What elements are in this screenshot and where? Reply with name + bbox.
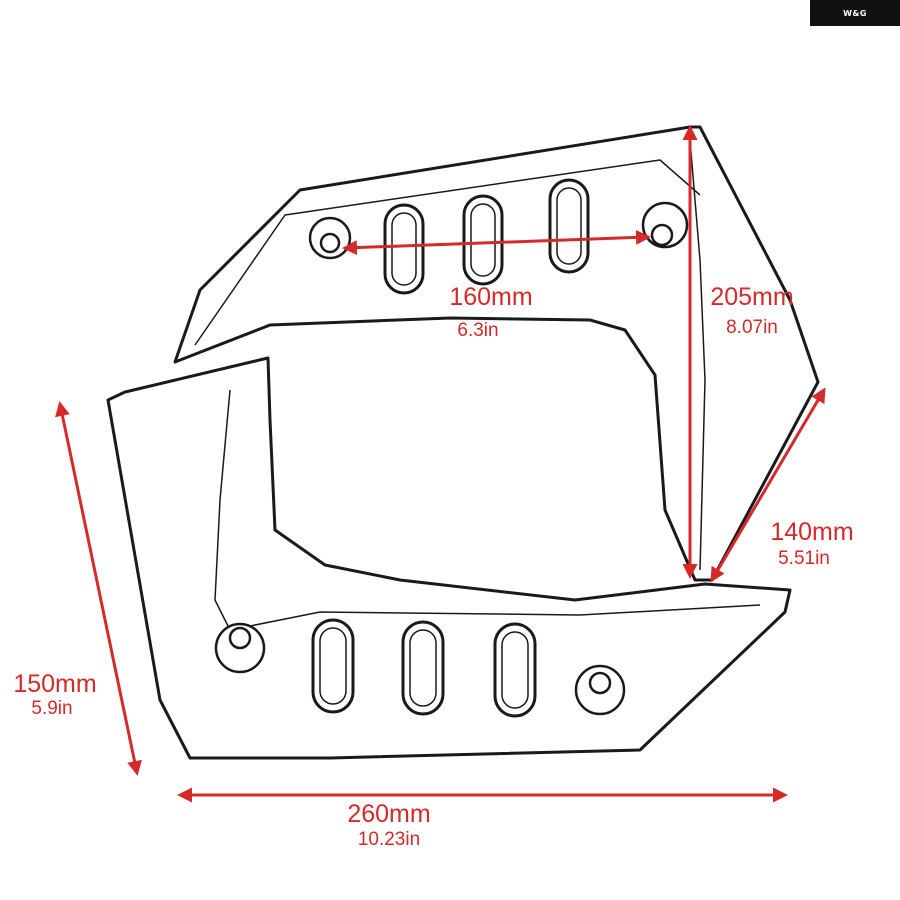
- upper-bracket-piece: [173, 125, 820, 582]
- slot: [556, 187, 582, 265]
- lower-mounting-holes: [214, 622, 626, 716]
- slot: [319, 627, 347, 705]
- mounting-hole: [588, 671, 612, 695]
- mounting-hole: [319, 232, 341, 254]
- bottom-length-inch-label: 10.23in: [358, 829, 420, 850]
- lower-bracket-outline: [106, 356, 792, 760]
- lower-bracket-piece: [106, 356, 792, 760]
- height-mm-label: 205mm: [710, 283, 793, 311]
- slot: [501, 631, 529, 709]
- side-edge-arrow: [710, 387, 826, 583]
- height-inch-label: 8.07in: [726, 317, 778, 338]
- hole-spacing-arrow: [342, 229, 651, 256]
- brand-logo: W&G: [810, 0, 900, 26]
- slot: [391, 212, 417, 286]
- bottom-length-mm-label: 260mm: [347, 800, 430, 828]
- slot: [409, 629, 437, 707]
- left-height-mm-label: 150mm: [13, 670, 96, 698]
- hole-spacing-inch-label: 6.3in: [457, 320, 498, 341]
- lower-slots: [311, 618, 537, 718]
- upper-bracket-inner-edge: [194, 159, 701, 346]
- dimension-labels: 160mm 6.3in 205mm 8.07in 140mm 5.51in 15…: [13, 283, 853, 850]
- side-edge-mm-label: 140mm: [770, 518, 853, 546]
- brand-logo-text: W&G: [843, 8, 867, 18]
- upper-mounting-holes: [308, 201, 689, 260]
- slot: [470, 203, 496, 277]
- dimension-arrows: [55, 125, 826, 803]
- left-height-arrow: [55, 401, 142, 776]
- mounting-hole: [650, 223, 674, 247]
- hole-spacing-mm-label: 160mm: [449, 283, 532, 311]
- side-edge-inch-label: 5.51in: [778, 548, 830, 569]
- left-height-inch-label: 5.9in: [31, 698, 72, 719]
- mounting-hole: [228, 626, 252, 650]
